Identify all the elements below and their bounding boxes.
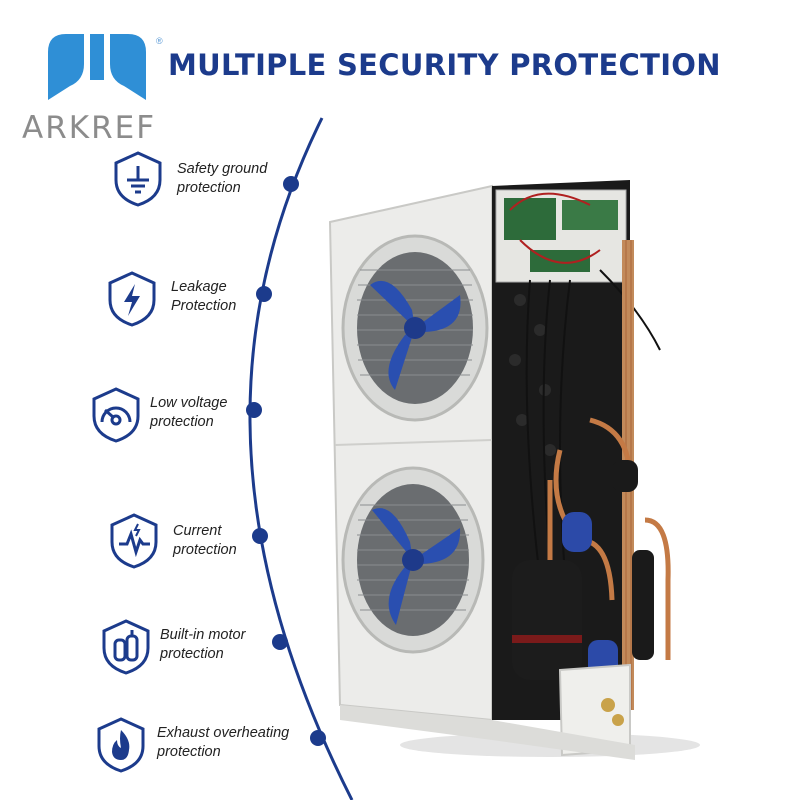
timeline-dot (283, 176, 299, 192)
feature-label-line1: Current (173, 523, 222, 539)
base-tray (340, 705, 635, 760)
compressor (512, 560, 582, 680)
flame-icon (97, 717, 145, 773)
feature-label-line2: protection (160, 646, 224, 662)
registered-mark: ® (156, 36, 163, 46)
feature-label-line1: Low voltage (150, 395, 228, 411)
motor-icon (102, 619, 150, 675)
timeline-dot (272, 634, 288, 650)
upper-fan (341, 234, 489, 422)
feature-label-line1: Leakage (171, 279, 227, 295)
feature-label-line1: Built-in motor (160, 627, 246, 643)
timeline-dot (310, 730, 326, 746)
accumulator (632, 550, 654, 660)
pulse-icon (110, 513, 158, 569)
feature-label-line2: Protection (171, 298, 237, 314)
timeline-dot (246, 402, 262, 418)
feature-label-line2: protection (150, 414, 214, 430)
ground-icon (114, 151, 162, 207)
brand-logo: ® ARKREF (22, 30, 172, 146)
brand-logo-mark (48, 34, 146, 100)
heat-pump-unit-image (328, 180, 700, 760)
feature-label-line1: Exhaust overheating (157, 725, 290, 741)
lightning-icon (108, 271, 156, 327)
timeline-dot (252, 528, 268, 544)
gauge-icon (92, 387, 140, 443)
page-title: MULTIPLE SECURITY PROTECTION (168, 48, 721, 82)
lower-fan (341, 466, 485, 654)
feature-label-line1: Safety ground (177, 161, 268, 177)
brand-name: ARKREF (22, 110, 157, 146)
reversing-valve (562, 512, 592, 552)
feature-label-line2: protection (173, 542, 237, 558)
feature-label-line2: protection (157, 744, 221, 760)
feature-label-line2: protection (177, 180, 241, 196)
timeline-dot (256, 286, 272, 302)
